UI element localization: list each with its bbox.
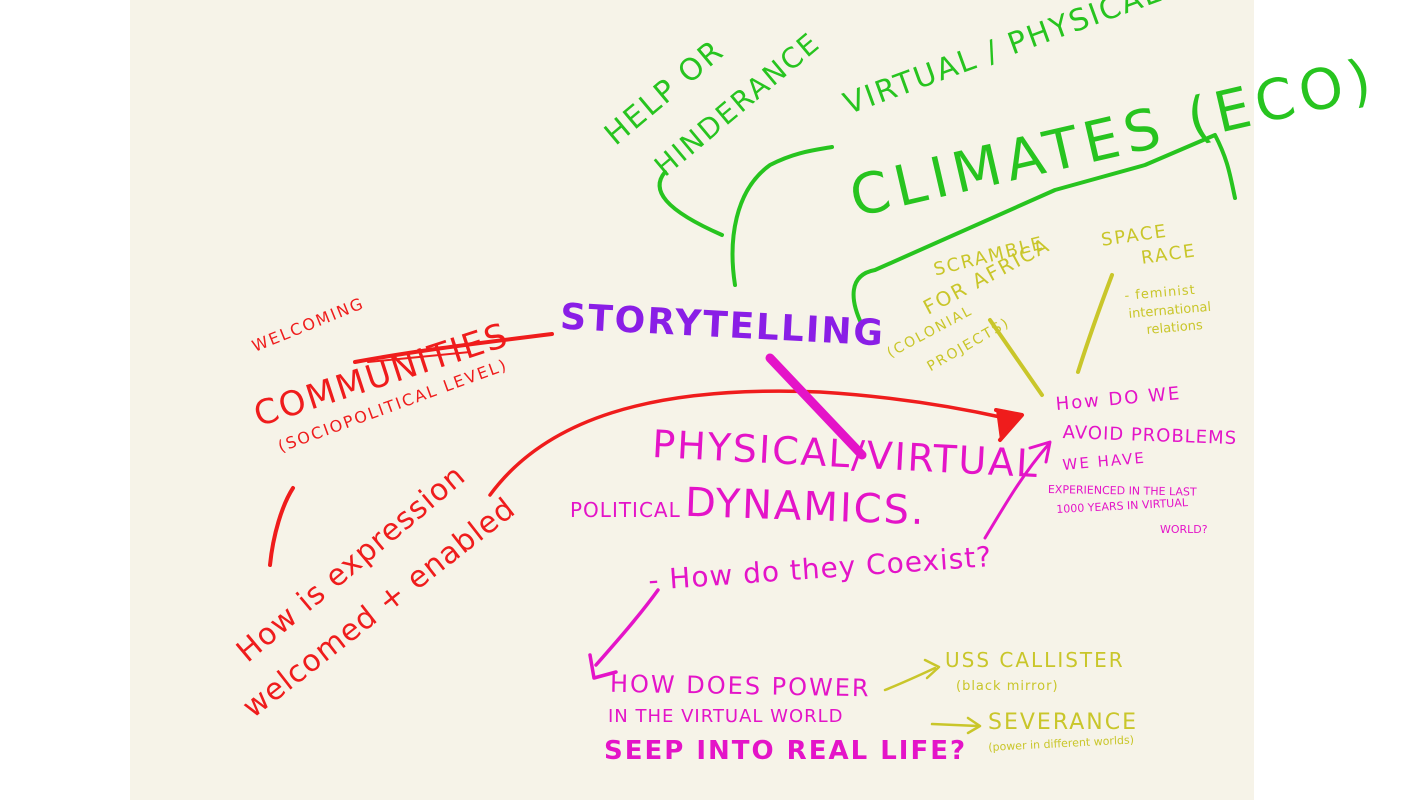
callister-title: USS CALLISTER bbox=[945, 648, 1125, 672]
power-line2: IN THE VIRTUAL WORLD bbox=[608, 706, 844, 727]
red-underline-nities bbox=[367, 351, 471, 363]
olive-line-scramble bbox=[988, 318, 1044, 397]
power-line3: SEEP INTO REAL LIFE? bbox=[604, 736, 968, 766]
severance-title: SEVERANCE bbox=[988, 710, 1138, 735]
green-bracket-climates bbox=[851, 133, 1237, 327]
olive-arrowhead-callister bbox=[923, 658, 941, 680]
olive-arrowhead-severance bbox=[966, 716, 982, 735]
magenta-arrow-to-avoid bbox=[983, 443, 1050, 540]
green-stem-to-climates bbox=[730, 145, 834, 287]
callister-note: (black mirror) bbox=[956, 679, 1059, 694]
avoid-line6: WORLD? bbox=[1160, 523, 1208, 536]
olive-arrow-callister bbox=[883, 666, 937, 692]
olive-line-space bbox=[1076, 273, 1114, 374]
red-line-storytelling-communities bbox=[353, 332, 554, 364]
magenta-arrow-to-power bbox=[594, 588, 660, 667]
power-line1: HOW DOES POWER bbox=[609, 669, 871, 703]
dynamics-prefix: POLITICAL bbox=[570, 498, 681, 522]
magenta-arrowhead-avoid bbox=[1028, 440, 1052, 464]
red-arrow-expression-avoid bbox=[488, 389, 1007, 497]
olive-arrow-severance bbox=[930, 722, 980, 728]
whiteboard bbox=[130, 0, 1254, 800]
magenta-arrowhead-power bbox=[588, 653, 618, 680]
dynamics-word: DYNAMICS. bbox=[684, 479, 927, 535]
green-bracket-help bbox=[657, 170, 724, 237]
avoid-line4: EXPERIENCED IN THE LAST bbox=[1047, 483, 1197, 499]
magenta-line-storytelling-dynamics bbox=[765, 353, 867, 460]
red-arrowhead bbox=[994, 408, 1024, 442]
red-line-communities-expression bbox=[268, 486, 295, 567]
